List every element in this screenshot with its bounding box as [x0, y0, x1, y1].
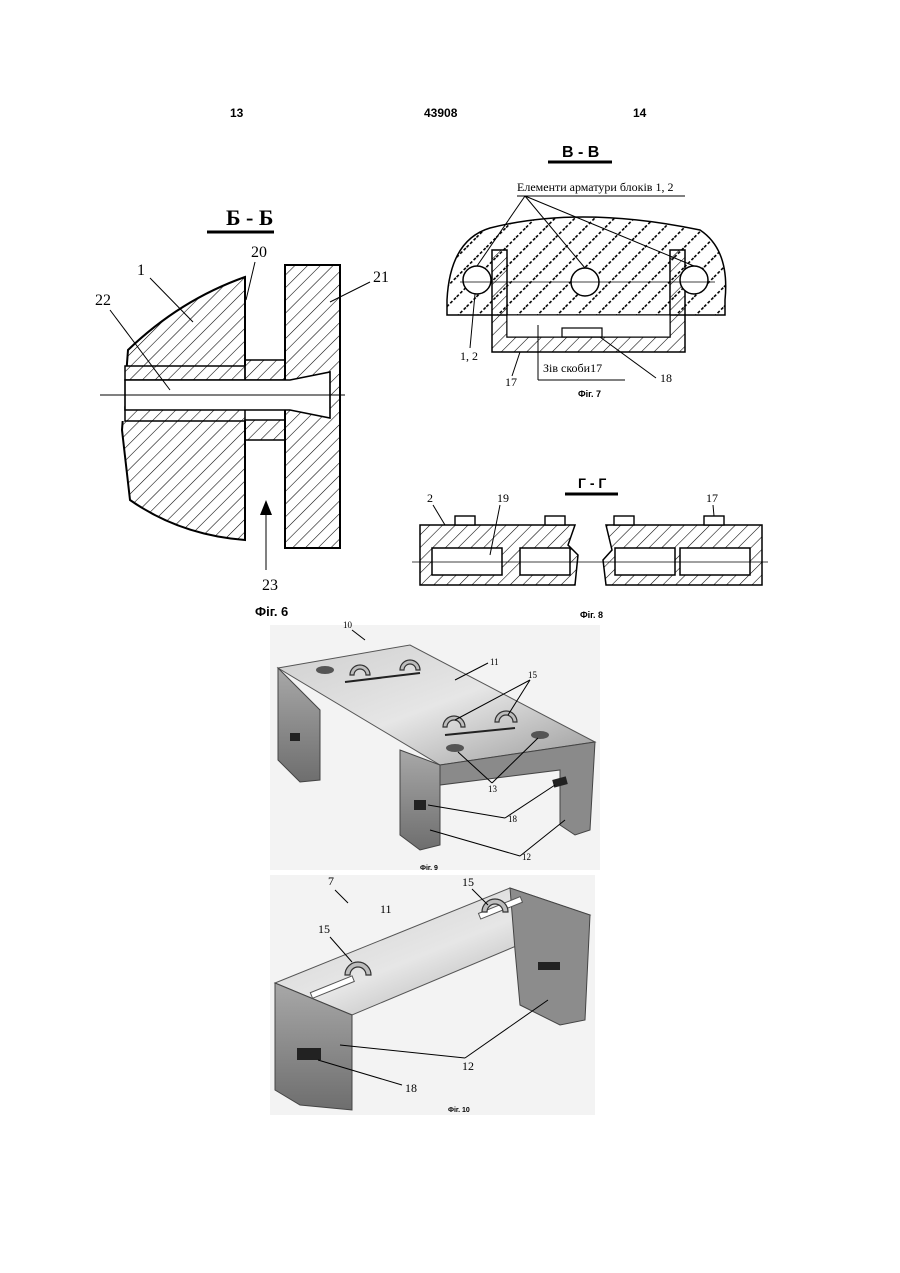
fig7-label-1-2: 1, 2 [460, 349, 478, 363]
fig9-label-10: 10 [343, 620, 353, 630]
figure-6: Б - Б 1 20 21 22 23 Фіг. 6 [95, 205, 389, 619]
fig6-caption: Фіг. 6 [255, 604, 288, 619]
fig8-section-title: Г - Г [578, 475, 606, 491]
fig10-label-15-left: 15 [318, 922, 330, 936]
fig8-label-19: 19 [497, 491, 509, 505]
fig7-section-title: В - В [562, 144, 599, 161]
fig7-callout-top: Елементи арматури блоків 1, 2 [517, 180, 673, 194]
fig10-caption: Фіг. 10 [448, 1106, 470, 1114]
figure-8: Г - Г 2 19 17 Фіг. 8 [412, 475, 768, 620]
fig10-label-15-right: 15 [462, 875, 474, 889]
figure-7: В - В Елементи арматури блоків 1, 2 Зів … [447, 144, 726, 399]
fig8-label-2: 2 [427, 491, 433, 505]
fig6-label-1: 1 [137, 262, 145, 279]
fig10-label-7: 7 [328, 874, 334, 888]
fig10-label-12: 12 [462, 1059, 474, 1073]
fig6-label-23: 23 [262, 577, 278, 594]
fig7-label-17: 17 [505, 375, 517, 389]
fig8-label-17: 17 [706, 491, 718, 505]
fig6-label-20: 20 [251, 244, 267, 261]
fig10-label-11: 11 [380, 902, 392, 916]
fig9-caption: Фіг. 9 [420, 864, 438, 872]
fig10-label-18: 18 [405, 1081, 417, 1095]
fig9-label-15: 15 [528, 670, 538, 680]
fig9-label-11: 11 [490, 657, 499, 667]
fig6-section-title: Б - Б [226, 205, 273, 230]
fig9-label-13: 13 [488, 784, 498, 794]
fig7-callout-bottom: Зів скоби17 [543, 361, 602, 375]
fig8-caption: Фіг. 8 [580, 610, 603, 620]
figure-10: 7 11 15 15 12 18 Фіг. 10 [270, 874, 595, 1115]
fig6-label-21: 21 [373, 269, 389, 286]
fig7-caption: Фіг. 7 [578, 389, 601, 399]
figure-9: 10 11 15 13 18 12 Фіг. 9 [270, 620, 600, 872]
fig6-label-22: 22 [95, 292, 111, 309]
fig7-label-18: 18 [660, 371, 672, 385]
